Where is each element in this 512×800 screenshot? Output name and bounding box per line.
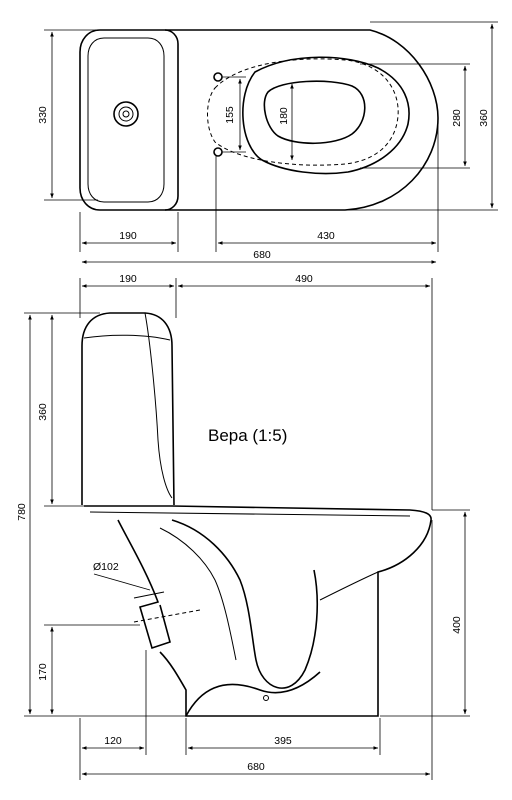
flush-button [113,101,139,127]
outlet-pipe [117,519,171,650]
tank-top-outline [79,29,179,211]
bowl-body [159,519,432,717]
bowl-front-inner [319,571,379,601]
foot-screw [263,695,269,701]
dim-side-total-length: 680 [247,761,265,773]
trapway-inner [159,527,237,661]
dim-total-height: 780 [16,503,28,521]
dim-outlet-height: 170 [37,663,49,681]
dim-opening: 180 [278,107,290,125]
flush-button-inner [118,106,134,122]
tank-side-outline [81,312,175,506]
dim-outlet-diameter: Ø102 [93,561,119,573]
tank-front-curve [144,312,173,499]
outlet-flange [133,591,165,599]
dim-seat-inner: 280 [451,109,463,127]
outlet-axis [133,609,201,623]
top-view: 330 360 280 155 180 190 430 680 [37,21,498,264]
bowl-foot [185,671,321,717]
dim-tank-height: 360 [37,403,49,421]
trapway-curve [171,519,319,689]
hinge-hole-bottom [213,147,223,157]
tank-lid-edge [83,334,171,341]
dim-tank-top-width: 190 [119,273,137,285]
seat-edge [89,511,411,517]
dim-bowl-depth: 360 [478,109,490,127]
tank-lid-inner [87,37,165,203]
dim-bowl-top-length: 490 [295,273,313,285]
top-outline [165,29,439,211]
dim-tank-depth: 330 [37,106,49,124]
hinge-hole-top [213,72,223,82]
dim-bowl-height: 400 [451,616,463,634]
dim-base-length: 395 [274,735,292,747]
dim-top-total-length: 680 [253,249,271,261]
bowl-rim-top [84,505,432,521]
dim-seat-holes: 155 [224,106,236,124]
side-view: 190 490 780 360 170 [16,273,470,780]
seat-outline [242,56,410,175]
dim-tank-width: 190 [119,230,137,242]
flush-button-core [122,110,130,118]
bowl-rim-dashed [207,58,399,166]
outlet-diameter-leader [93,573,151,591]
bowl-opening [263,80,366,145]
dim-bowl-length: 430 [317,230,335,242]
dim-outlet-offset: 120 [104,735,122,747]
drawing-title: Вера (1:5) [208,426,287,445]
